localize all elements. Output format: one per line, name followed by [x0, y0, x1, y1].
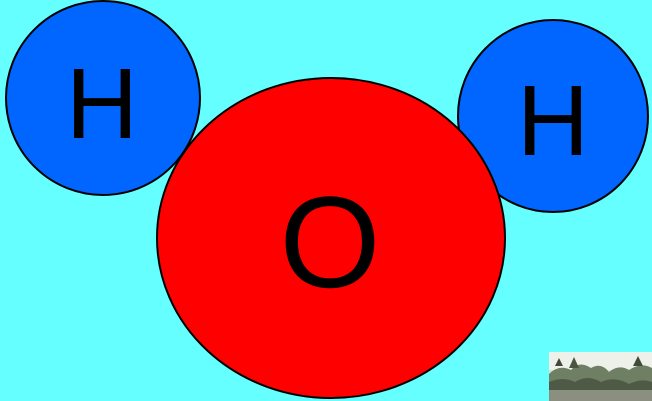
oxygen-label: O — [279, 169, 380, 315]
hydrogen-left-label: H — [66, 48, 138, 160]
hydrogen-atom-left: H — [6, 1, 200, 195]
landscape-photo-thumbnail — [549, 352, 652, 401]
landscape-photo-icon — [549, 352, 652, 401]
oxygen-atom: O — [157, 78, 505, 398]
hydrogen-right-label: H — [517, 65, 589, 177]
